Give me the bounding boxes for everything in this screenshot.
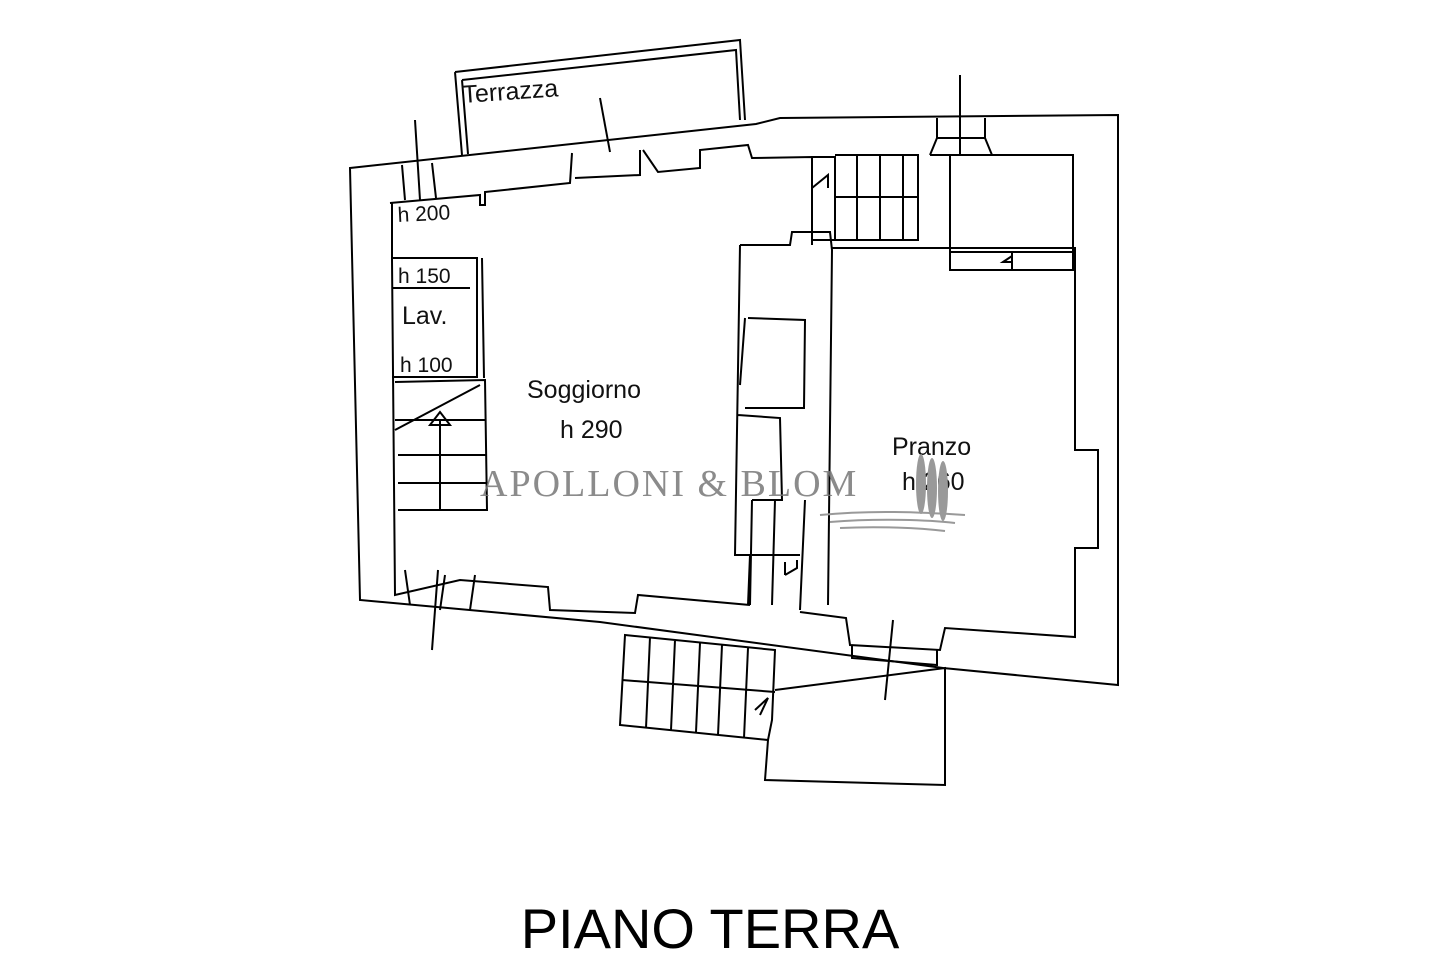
service-box: [949, 154, 1074, 271]
height-label-100: h 100: [400, 354, 453, 377]
terrace-wall: [599, 97, 611, 153]
terrace-outline: [454, 38, 746, 156]
dining-room-wall: [799, 247, 1099, 652]
chimney: [929, 75, 994, 156]
living-room-label: Soggiorno: [527, 376, 641, 404]
lower-room: [763, 666, 946, 787]
lower-stairs: [618, 633, 777, 742]
laundry-label: Lav.: [402, 302, 447, 330]
door-swing-mark: [784, 560, 798, 576]
outer-wall: [348, 113, 1119, 687]
dining-room-label: Pranzo: [892, 433, 971, 461]
laundry-box: [392, 257, 485, 379]
door-line: [851, 619, 938, 701]
height-label-200: h 200: [397, 201, 451, 227]
living-room-wall: [389, 143, 813, 615]
window-left-top: [401, 119, 437, 201]
height-label-150: h 150: [398, 265, 451, 288]
terrace-label: Terrazza: [461, 74, 559, 109]
partition-wall: [733, 231, 834, 611]
living-room-height: h 290: [560, 416, 623, 444]
floor-title: PIANO TERRA: [521, 897, 900, 960]
left-stairs: [394, 378, 489, 511]
svg-text:APOLLONI & BLOM: APOLLONI & BLOM: [480, 463, 858, 505]
window-left-bottom: [404, 569, 476, 651]
upper-stairs: [811, 154, 950, 249]
watermark-logo: APOLLONI & BLOM: [480, 454, 966, 532]
